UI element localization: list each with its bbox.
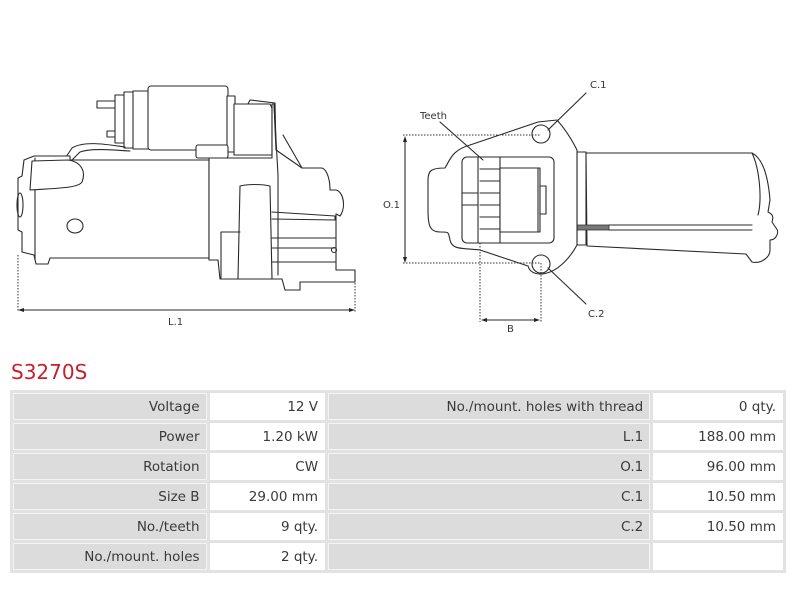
spec-value: 12 V	[209, 393, 326, 420]
spec-value: 2 qty.	[209, 543, 326, 570]
spec-value: 10.50 mm	[653, 513, 783, 540]
spec-label: Power	[13, 423, 207, 450]
technical-drawings: L.1	[16, 80, 779, 335]
table-row: No./mount. holes 2 qty.	[13, 543, 783, 570]
spec-label: L.1	[328, 423, 651, 450]
spec-value: 9 qty.	[209, 513, 326, 540]
pinion-gear	[477, 156, 501, 244]
dimension-o1: O.1	[383, 134, 541, 264]
product-code-title: S3270S	[11, 360, 88, 384]
spec-label: No./teeth	[13, 513, 207, 540]
starter-front-view	[427, 119, 779, 275]
label-b: B	[507, 324, 514, 335]
spec-label	[328, 543, 651, 570]
spec-value: 29.00 mm	[209, 483, 326, 510]
spec-label: Voltage	[13, 393, 207, 420]
spec-label: O.1	[328, 453, 651, 480]
label-c1: C.1	[590, 80, 607, 91]
spec-label: Size B	[13, 483, 207, 510]
spec-value: 0 qty.	[653, 393, 783, 420]
label-teeth: Teeth	[419, 111, 447, 122]
spec-value: 10.50 mm	[653, 483, 783, 510]
table-row: Voltage 12 V No./mount. holes with threa…	[13, 393, 783, 420]
spec-value	[653, 543, 783, 570]
spec-label: Rotation	[13, 453, 207, 480]
dimension-b: B	[479, 243, 542, 335]
hole-c1	[531, 124, 551, 144]
label-o1: O.1	[383, 200, 400, 211]
side-view-drawing: L.1	[16, 80, 779, 335]
specifications-table: Voltage 12 V No./mount. holes with threa…	[10, 390, 786, 573]
end-cap	[29, 159, 85, 191]
starter-side-view	[16, 85, 356, 291]
motor-cylinder	[585, 152, 779, 263]
table-row: Power 1.20 kW L.1 188.00 mm	[13, 423, 783, 450]
solenoid-body	[147, 85, 229, 151]
table-row: Rotation CW O.1 96.00 mm	[13, 453, 783, 480]
mounting-hole	[66, 218, 84, 234]
table-row: Size B 29.00 mm C.1 10.50 mm	[13, 483, 783, 510]
spec-label: No./mount. holes	[13, 543, 207, 570]
specifications-body: Voltage 12 V No./mount. holes with threa…	[13, 393, 783, 570]
callouts: Teeth C.1 C.2	[419, 80, 607, 320]
spec-label: No./mount. holes with thread	[328, 393, 651, 420]
spec-value: 188.00 mm	[653, 423, 783, 450]
label-l1: L.1	[168, 317, 183, 328]
table-row: No./teeth 9 qty. C.2 10.50 mm	[13, 513, 783, 540]
spec-value: 1.20 kW	[209, 423, 326, 450]
drive-housing	[208, 103, 356, 291]
spec-label: C.1	[328, 483, 651, 510]
spec-label: C.2	[328, 513, 651, 540]
dimension-l1: L.1	[17, 255, 356, 328]
label-c2: C.2	[588, 309, 605, 320]
spec-value: CW	[209, 453, 326, 480]
spec-value: 96.00 mm	[653, 453, 783, 480]
